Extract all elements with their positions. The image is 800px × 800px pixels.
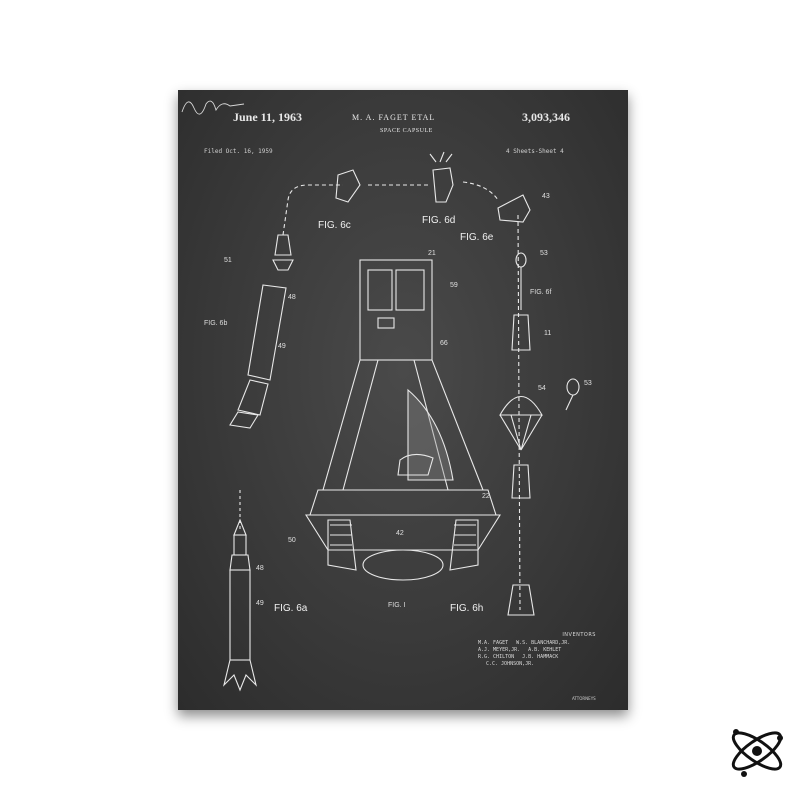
- inventor-name: J.B. HAMMACK: [522, 654, 559, 660]
- ref-43: 43: [542, 193, 550, 200]
- capsule-fig-6d: [429, 151, 454, 203]
- capsule-fig-1: [305, 259, 501, 581]
- ref-50: 50: [288, 537, 296, 544]
- rocket-fig-6a: [223, 490, 257, 692]
- atom-logo-icon: [731, 729, 783, 777]
- ref-59: 59: [450, 282, 458, 289]
- abort-fig-6b: [229, 234, 294, 429]
- inventors-heading: INVENTORS: [562, 632, 596, 638]
- patent-date: June 11, 1963: [233, 110, 303, 124]
- capsule-fig-6h: [507, 584, 535, 616]
- fig-6h-label: FIG. 6h: [450, 603, 484, 614]
- fig-6b-label: FIG. 6b: [204, 320, 228, 327]
- ref-21: 21: [428, 250, 436, 257]
- ref-53: 53: [540, 250, 548, 257]
- ref-48: 48: [288, 294, 296, 301]
- fig-6f-label: FIG. 6f: [530, 289, 552, 296]
- patent-filed: Filed Oct. 16, 1959: [204, 148, 273, 155]
- capsule-fig-6e: [497, 194, 531, 223]
- inventors-row: R.G. CHILTON J.B. HAMMACK: [478, 654, 618, 661]
- inventor-name: A.B. KEHLET: [528, 647, 562, 653]
- ref-51: 51: [224, 257, 232, 264]
- fig-6e-label: FIG. 6e: [460, 232, 494, 243]
- inventors-row: C.C. JOHNSON,JR.: [478, 661, 618, 668]
- capsule-fig-6c: [335, 169, 361, 203]
- patent-inventors-header: M. A. FAGET ETAL: [352, 113, 436, 122]
- ref-22: 22: [482, 493, 490, 500]
- inventors-list: M.A. FAGET W.S. BLANCHARD,JR. A.J. MEYER…: [478, 640, 618, 668]
- ref-66: 66: [440, 340, 448, 347]
- fig-6a-label: FIG. 6a: [274, 603, 308, 614]
- ref-42: 42: [396, 530, 404, 537]
- inventor-name: M.A. FAGET: [478, 640, 509, 646]
- inventors-row: M.A. FAGET W.S. BLANCHARD,JR.: [478, 640, 618, 647]
- patent-title: SPACE CAPSULE: [380, 128, 433, 134]
- inventor-name: R.G. CHILTON: [478, 654, 515, 660]
- ref-54: 54: [538, 385, 546, 392]
- inventor-name: A.J. MEYER,JR.: [478, 647, 521, 653]
- fig-1-label: FIG. I: [388, 602, 406, 609]
- ref-49: 49: [278, 343, 286, 350]
- patent-drawing: [223, 151, 580, 692]
- patent-sheets: 4 Sheets-Sheet 4: [506, 148, 564, 155]
- ref-48b: 48: [256, 565, 264, 572]
- patent-number: 3,093,346: [522, 110, 570, 124]
- parachute: [499, 378, 580, 499]
- trajectory-path: [282, 181, 521, 611]
- patent-poster: June 11, 1963 M. A. FAGET ETAL 3,093,346…: [178, 90, 628, 710]
- attorney-label: ATTORNEYS: [572, 696, 596, 701]
- drogue-fig-6f: [511, 252, 531, 351]
- inventor-name: C.C. JOHNSON,JR.: [486, 661, 535, 667]
- ref-11: 11: [544, 330, 552, 337]
- signature: [181, 100, 245, 115]
- inventor-name: W.S. BLANCHARD,JR.: [516, 640, 571, 646]
- inventors-row: A.J. MEYER,JR. A.B. KEHLET: [478, 647, 618, 654]
- ref-49b: 49: [256, 600, 264, 607]
- fig-6c-label: FIG. 6c: [318, 220, 351, 231]
- ref-53b: 53: [584, 380, 592, 387]
- fig-6d-label: FIG. 6d: [422, 215, 456, 226]
